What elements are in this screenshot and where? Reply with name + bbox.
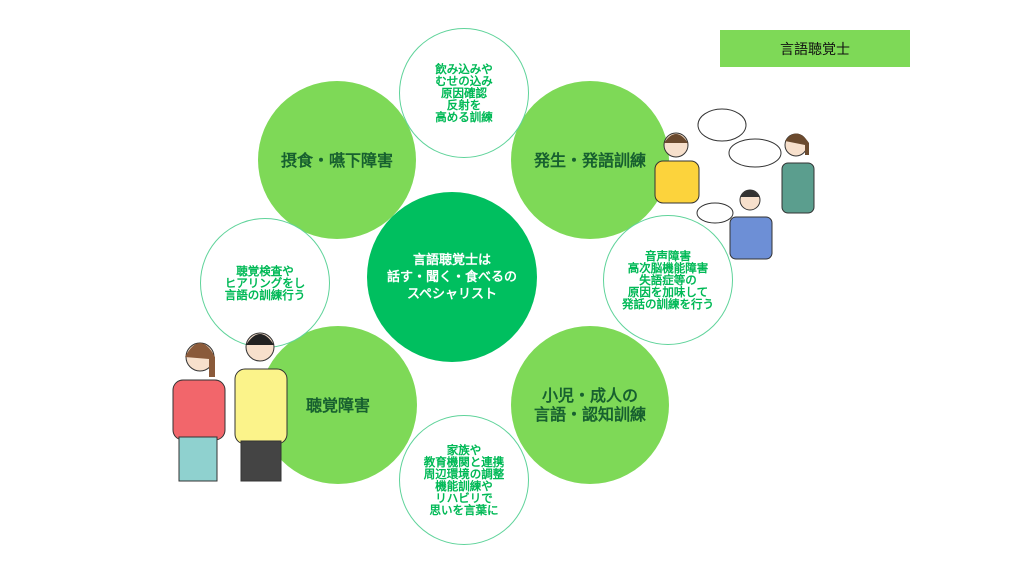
domain-speech: 発生・発語訓練: [511, 81, 669, 239]
title-label: 言語聴覚士: [720, 30, 910, 67]
people-talking-illustration: [654, 108, 815, 260]
center-circle: 言語聴覚士は 話す・聞く・食べるの スペシャリスト: [367, 192, 537, 362]
detail-language: 家族や 教育機関と連携 周辺環境の調整 機能訓練や リハビリで 思いを言葉に: [399, 415, 529, 545]
detail-speech: 音声障害 高次脳機能障害 失語症等の 原因を加味して 発話の訓練を行う: [603, 215, 733, 345]
detail-hearing: 聴覚検査や ヒアリングをし 言語の訓練行う: [200, 218, 330, 348]
domain-swallowing: 摂食・嚥下障害: [258, 81, 416, 239]
domain-language-cognition: 小児・成人の 言語・認知訓練: [511, 326, 669, 484]
detail-swallowing: 飲み込みや むせの込み 原因確認 反射を 高める訓練: [399, 28, 529, 158]
couple-illustration: [172, 332, 288, 482]
